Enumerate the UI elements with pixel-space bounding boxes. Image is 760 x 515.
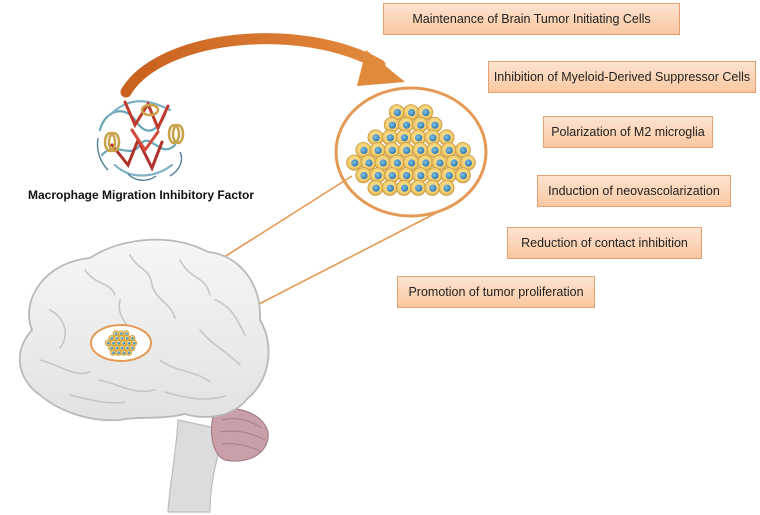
- cell-nucleus: [403, 121, 411, 129]
- effect-box-6: Promotion of tumor proliferation: [397, 276, 595, 308]
- cell-nucleus: [119, 332, 123, 335]
- cell-nucleus: [422, 159, 430, 167]
- cell-nucleus: [422, 109, 430, 117]
- protein-structure-icon: [96, 100, 185, 181]
- cell-nucleus: [374, 146, 382, 154]
- cell-nucleus: [122, 351, 126, 355]
- cell-nucleus: [374, 172, 382, 180]
- cell-nucleus: [365, 159, 373, 167]
- cell-nucleus: [408, 159, 416, 167]
- cell-nucleus: [443, 134, 451, 142]
- cell-nucleus: [360, 146, 368, 154]
- cell-nucleus: [388, 172, 396, 180]
- cell-nucleus: [122, 341, 126, 345]
- cell-nucleus: [125, 346, 129, 350]
- cell-nucleus: [393, 159, 401, 167]
- cell-nucleus: [110, 346, 113, 350]
- cell-nucleus: [112, 341, 115, 345]
- cell-nucleus: [415, 184, 423, 192]
- cell-nucleus: [127, 341, 131, 345]
- cell-nucleus: [403, 172, 411, 180]
- effect-box-4: Induction of neovascolarization: [537, 175, 731, 207]
- cerebellum: [211, 407, 269, 462]
- cell-nucleus: [393, 109, 401, 117]
- cell-nucleus: [400, 184, 409, 192]
- cell-nucleus: [417, 172, 425, 180]
- cell-nucleus: [125, 337, 129, 340]
- cell-nucleus: [431, 172, 439, 180]
- cell-nucleus: [379, 159, 387, 167]
- cell-nucleus: [388, 146, 396, 154]
- cell-nucleus: [429, 134, 437, 142]
- cell-nucleus: [372, 134, 380, 142]
- tumor-callout: [334, 86, 488, 218]
- cell-nucleus: [120, 346, 124, 350]
- cell-nucleus: [115, 346, 119, 350]
- cell-nucleus: [400, 134, 409, 142]
- cell-nucleus: [408, 109, 416, 117]
- brain-icon: [18, 238, 270, 513]
- cell-nucleus: [117, 341, 120, 345]
- cell-nucleus: [386, 134, 394, 142]
- effect-box-3: Polarization of M2 microglia: [543, 116, 713, 148]
- cell-nucleus: [110, 337, 113, 340]
- cell-nucleus: [445, 146, 453, 154]
- protein-label: Macrophage Migration Inhibitory Factor: [28, 188, 255, 202]
- tumor-cells-icon: [346, 104, 476, 196]
- cell-nucleus: [131, 346, 134, 350]
- cell-nucleus: [127, 351, 131, 355]
- cell-nucleus: [443, 184, 451, 192]
- cell-nucleus: [415, 134, 423, 142]
- cell-nucleus: [431, 146, 439, 154]
- curved-arrow-icon: [120, 33, 405, 98]
- cell-nucleus: [464, 159, 472, 167]
- cell-nucleus: [403, 146, 411, 154]
- effect-box-2: Inhibition of Myeloid-Derived Suppressor…: [488, 61, 756, 93]
- cell-nucleus: [360, 172, 368, 180]
- cell-nucleus: [436, 159, 444, 167]
- cell-nucleus: [132, 341, 136, 345]
- cell-nucleus: [429, 184, 437, 192]
- cell-nucleus: [112, 351, 115, 355]
- effect-box-1: Maintenance of Brain Tumor Initiating Ce…: [383, 3, 680, 35]
- cell-nucleus: [115, 337, 119, 340]
- cell-nucleus: [386, 184, 394, 192]
- cell-nucleus: [417, 146, 425, 154]
- cell-nucleus: [417, 121, 425, 129]
- cell-nucleus: [351, 159, 359, 167]
- cell-nucleus: [459, 146, 467, 154]
- cell-nucleus: [120, 337, 124, 340]
- cell-nucleus: [445, 172, 453, 180]
- effect-box-5: Reduction of contact inhibition: [507, 227, 702, 259]
- cell-nucleus: [131, 337, 134, 340]
- cell-nucleus: [117, 351, 120, 355]
- cell-nucleus: [459, 172, 467, 180]
- cell-nucleus: [114, 332, 118, 335]
- cell-nucleus: [431, 121, 439, 129]
- tumor-cells-small-icon: [104, 330, 138, 356]
- cell-nucleus: [450, 159, 458, 167]
- cell-nucleus: [388, 121, 396, 129]
- cell-nucleus: [125, 332, 128, 335]
- cell-nucleus: [372, 184, 380, 192]
- cell-nucleus: [106, 341, 110, 345]
